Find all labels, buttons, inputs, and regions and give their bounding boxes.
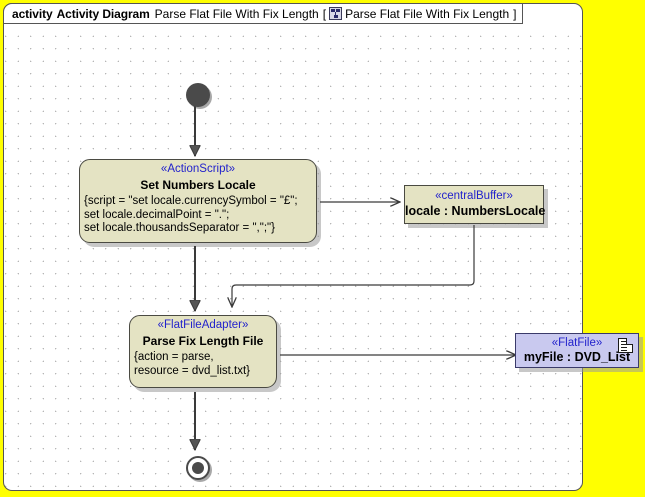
node-body: {script = "set locale.currencySymbol = "… bbox=[80, 192, 316, 236]
node-name-label: locale : NumbersLocale bbox=[405, 204, 546, 218]
activity-diagram-icon bbox=[329, 7, 343, 20]
body-line-1: {action = parse, bbox=[134, 351, 214, 363]
bracket-close: ] bbox=[513, 6, 517, 21]
object-node-my-file[interactable]: «FlatFile» myFile : DVD_List bbox=[515, 333, 639, 368]
diagram-keyword: activity bbox=[12, 6, 53, 21]
node-name-label: Set Numbers Locale bbox=[140, 178, 256, 192]
central-buffer-locale[interactable]: «centralBuffer» locale : NumbersLocale bbox=[404, 185, 546, 224]
stereotype-label: «FlatFileAdapter» bbox=[157, 319, 249, 331]
diagram-title-tab[interactable]: activity Activity Diagram Parse Flat Fil… bbox=[3, 3, 524, 24]
stereotype-label: «FlatFile» bbox=[551, 337, 603, 349]
node-name-label: myFile : DVD_List bbox=[523, 350, 631, 364]
stereotype-label: «ActionScript» bbox=[160, 163, 236, 175]
action-set-numbers-locale[interactable]: «ActionScript» Set Numbers Locale {scrip… bbox=[79, 159, 317, 243]
node-body: {action = parse, resource = dvd_list.txt… bbox=[130, 348, 276, 378]
body-line-2: resource = dvd_list.txt} bbox=[134, 364, 251, 377]
initial-node[interactable] bbox=[186, 83, 210, 107]
bracket-open: [ bbox=[322, 6, 327, 21]
diagram-qualified-name: Parse Flat File With Fix Length bbox=[345, 6, 510, 21]
activity-diagram-frame: «ActionScript» Set Numbers Locale {scrip… bbox=[3, 3, 583, 491]
body-line-3: set locale.thousandsSeparator = ",";"} bbox=[84, 222, 275, 234]
activity-final-node[interactable] bbox=[186, 456, 210, 480]
body-line-1: {script = "set locale.currencySymbol = "… bbox=[84, 195, 298, 207]
canvas-grid bbox=[4, 26, 582, 490]
body-line-2: set locale.decimalPoint = "."; bbox=[84, 208, 230, 221]
stereotype-label: «centralBuffer» bbox=[435, 190, 513, 202]
node-name-label: Parse Fix Length File bbox=[142, 334, 264, 348]
document-icon bbox=[618, 338, 633, 353]
diagram-type-label: Activity Diagram bbox=[56, 6, 150, 21]
diagram-name-label: Parse Flat File With Fix Length bbox=[154, 6, 319, 21]
action-parse-fix-length-file[interactable]: «FlatFileAdapter» Parse Fix Length File … bbox=[129, 315, 277, 388]
